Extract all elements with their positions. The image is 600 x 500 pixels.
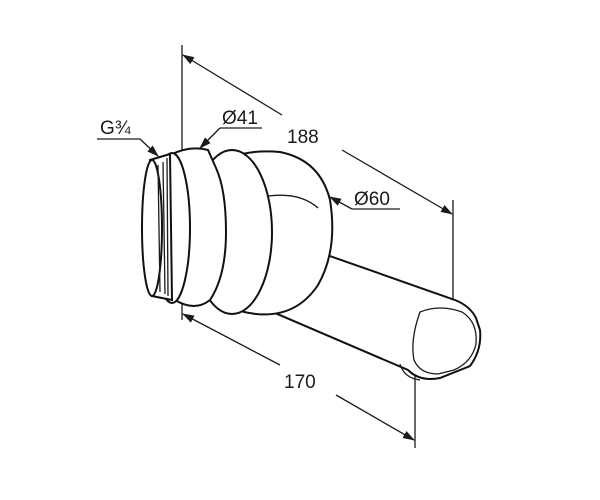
neck-diameter-label: Ø41 (222, 108, 258, 129)
thread-leader (139, 138, 159, 157)
spout-length-label: 170 (284, 372, 316, 393)
dimension-line-188-a (182, 54, 283, 116)
thread-size-label: G¾ (100, 118, 132, 139)
spout-outlet-face (412, 307, 477, 375)
dimension-line-188-b (341, 149, 453, 215)
dimension-line-170-a (182, 313, 281, 366)
total-length-label: 188 (287, 127, 319, 148)
thread (141, 152, 174, 302)
rosette-diameter-label: Ø60 (354, 189, 390, 210)
neck-leader (199, 127, 221, 149)
rosette-leader (329, 196, 353, 210)
dimension-line-170-b (335, 394, 415, 441)
